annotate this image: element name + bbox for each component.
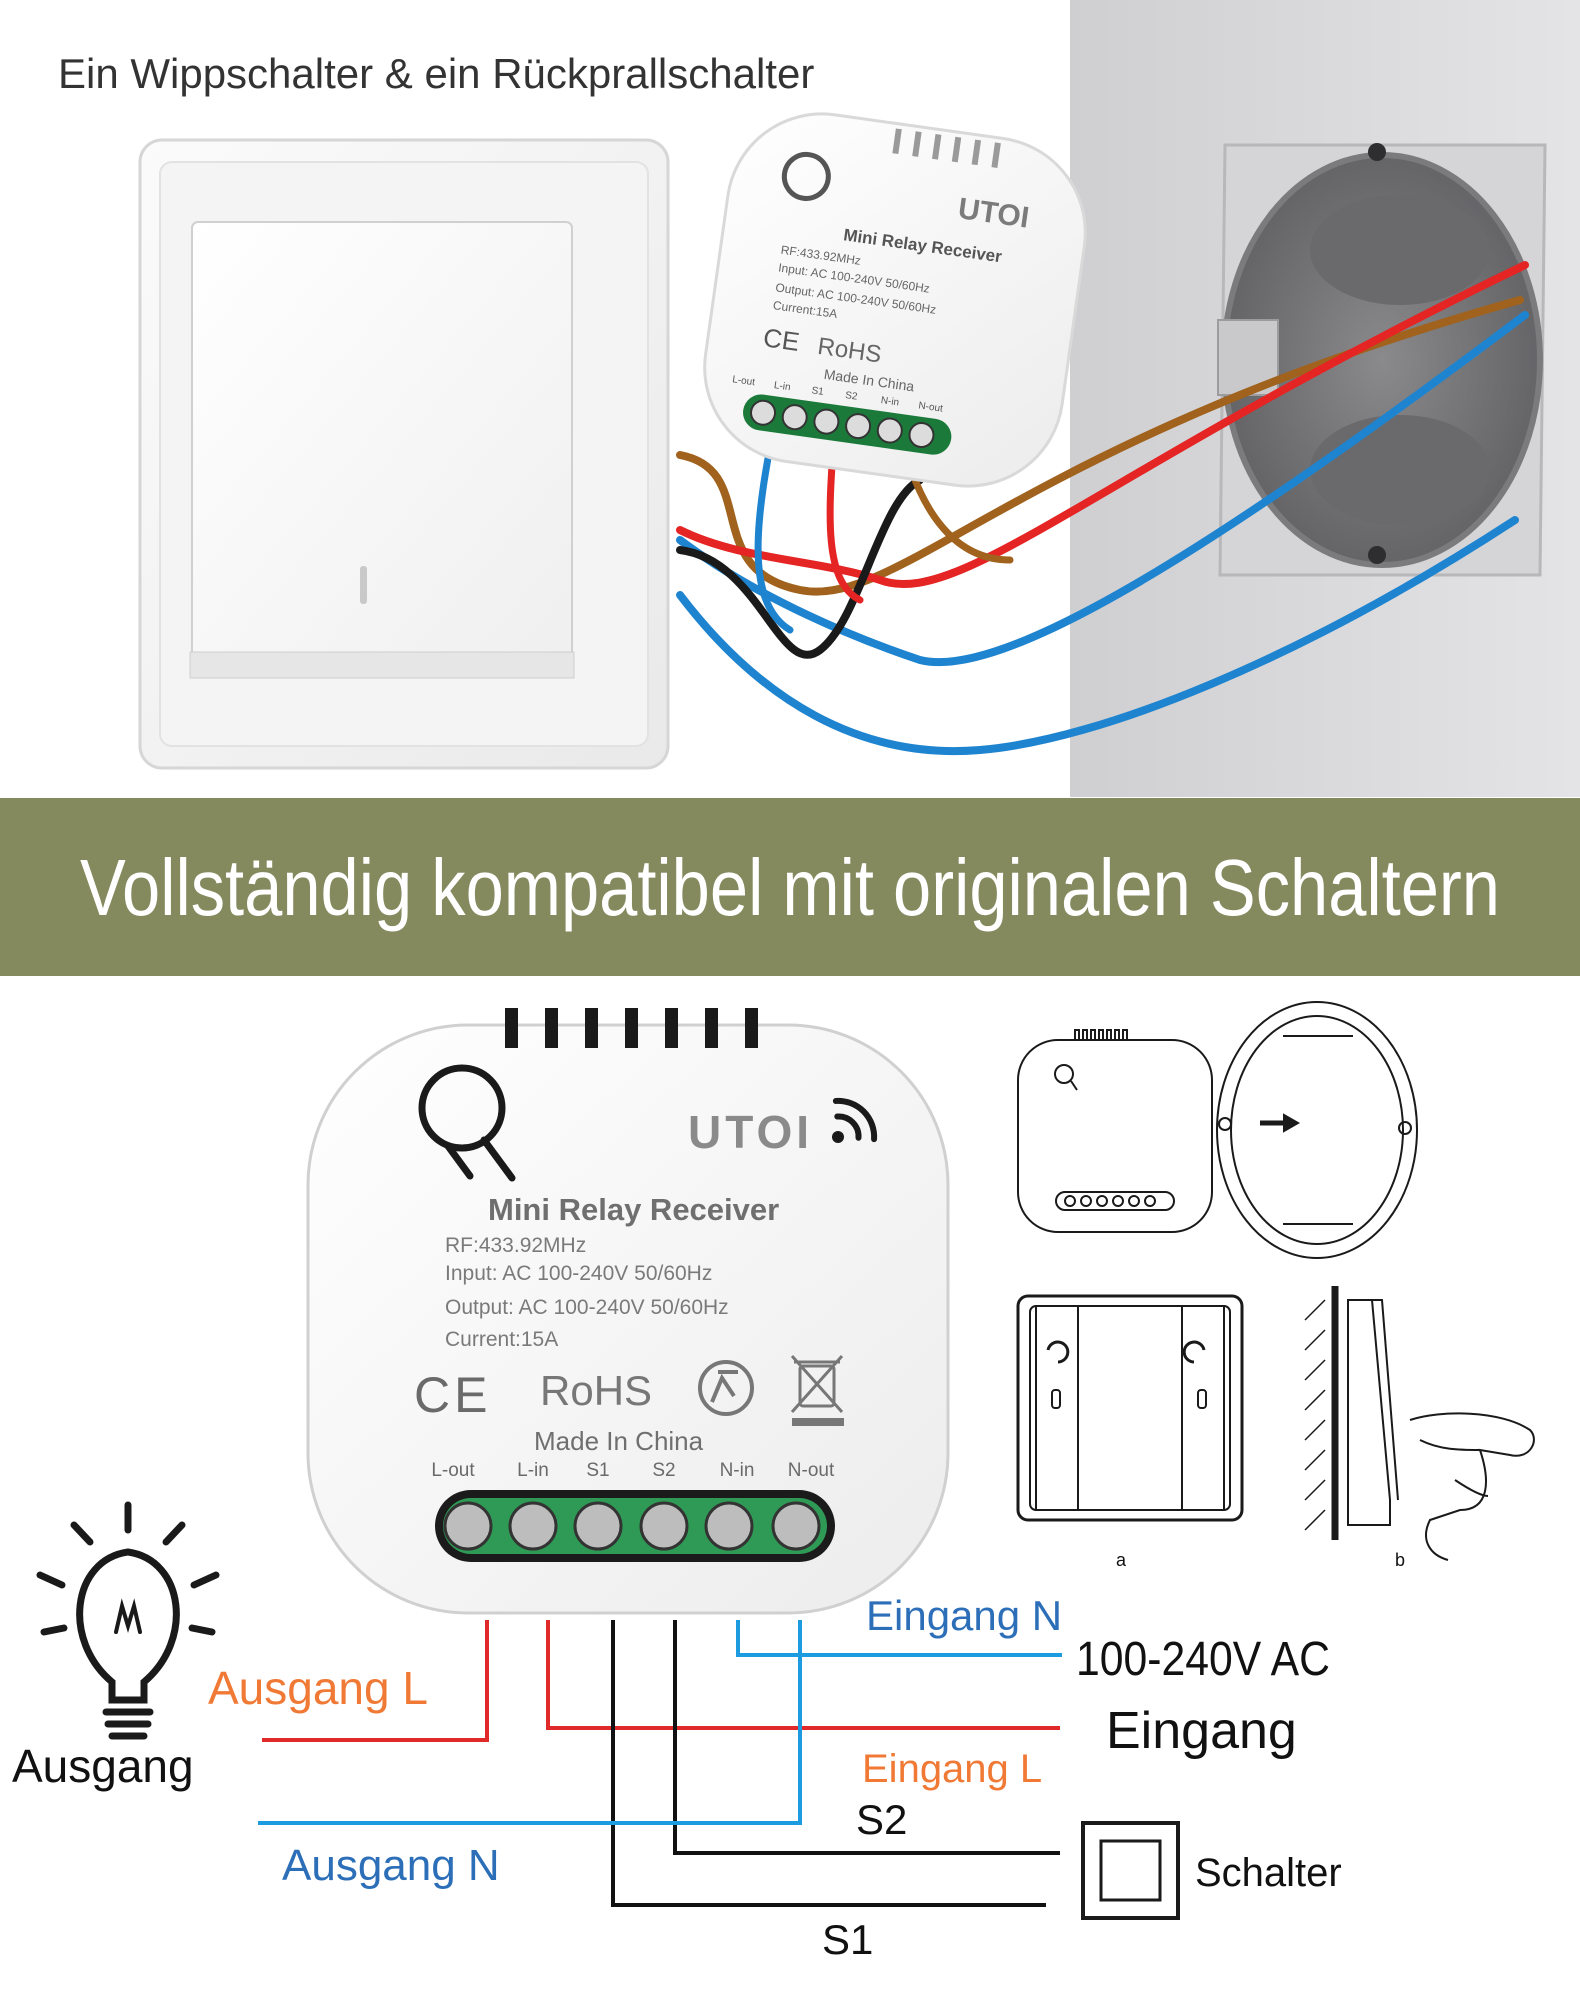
rocker-switch <box>138 138 670 770</box>
label-s2: S2 <box>856 1796 907 1843</box>
module-brand: UTOI <box>688 1106 813 1158</box>
wiring-diagram: UTOI Mini Relay Receiver RF:433.92MHz In… <box>12 1001 1535 1963</box>
pair-button-icon <box>781 151 831 201</box>
rotate-icon <box>1182 1340 1206 1364</box>
label-eingang-n: Eingang N <box>866 1592 1062 1639</box>
top-photo: Ein Wippschalter & ein Rückprallschalter <box>0 0 1580 797</box>
pair-button-icon <box>418 1064 516 1182</box>
figure-label-b: b <box>1395 1550 1405 1570</box>
switch-indicator <box>360 566 367 604</box>
module-vents <box>505 1008 758 1048</box>
label-eingang-l: Eingang L <box>862 1747 1042 1791</box>
insert-arrow-icon <box>1283 1113 1301 1133</box>
wire-ausgang-l <box>262 1620 489 1742</box>
terminal-screw <box>443 1501 493 1551</box>
wire-brown <box>676 296 1524 596</box>
photo-terminal-label: N-in <box>880 395 900 408</box>
module-output: Output: AC 100-240V 50/60Hz <box>445 1296 729 1319</box>
photo-caption: Ein Wippschalter & ein Rückprallschalter <box>58 50 814 97</box>
banner-background <box>0 798 1580 976</box>
side-view-figure-b <box>1304 1286 1535 1561</box>
terminal-screw <box>508 1501 558 1551</box>
wire-black <box>676 476 924 659</box>
wire-red <box>676 261 1529 588</box>
rohs-mark: RoHS <box>540 1367 652 1414</box>
wire-blue-2 <box>676 516 1519 755</box>
terminal-screw <box>704 1501 754 1551</box>
terminal-label-n-in: N-in <box>720 1460 755 1481</box>
label-voltage: 100-240V AC <box>1076 1633 1330 1686</box>
terminal-label-l-out: L-out <box>431 1460 475 1481</box>
terminal-label-s1: S1 <box>586 1460 609 1481</box>
rotate-icon <box>1046 1340 1070 1364</box>
mini-module-outline <box>1017 1039 1213 1233</box>
switch-rocker <box>191 221 573 671</box>
wire-blue-1 <box>676 311 1529 667</box>
photo-relay-module: UTOI Mini Relay Receiver RF:433.92MHz In… <box>703 112 1087 488</box>
module-input: Input: AC 100-240V 50/60Hz <box>445 1262 712 1285</box>
light-bulb-icon <box>36 1501 220 1740</box>
wall-flush-box <box>1217 143 1547 577</box>
wifi-signal-icon <box>832 1097 878 1143</box>
photo-terminal-label: N-out <box>918 400 944 414</box>
terminal-label-l-in: L-in <box>517 1460 549 1481</box>
module-origin: Made In China <box>534 1426 704 1456</box>
figure-label-a: a <box>1116 1550 1127 1570</box>
photo-terminal-label: S1 <box>811 385 825 398</box>
label-ausgang-l: Ausgang L <box>208 1662 428 1714</box>
terminal-screw <box>771 1501 821 1551</box>
wire-eingang-l <box>546 1620 1060 1730</box>
label-s1: S1 <box>822 1916 873 1963</box>
wires <box>676 261 1529 755</box>
label-ausgang-n: Ausgang N <box>282 1841 500 1890</box>
wire-s2 <box>673 1620 1060 1855</box>
label-eingang: Eingang <box>1106 1702 1297 1760</box>
wire-s1 <box>611 1620 1046 1907</box>
wire-eingang-n <box>736 1620 1062 1657</box>
label-schalter: Schalter <box>1195 1851 1342 1895</box>
finger-icon <box>1409 1412 1535 1561</box>
terminal-screw <box>573 1501 623 1551</box>
wiring-lines <box>258 1620 1062 1907</box>
module-rf: RF:433.92MHz <box>445 1234 586 1257</box>
mini-pair-button-icon <box>1054 1064 1074 1084</box>
wire-ausgang-n <box>258 1620 802 1825</box>
photo-terminal-label: S2 <box>844 390 858 403</box>
terminal-label-s2: S2 <box>652 1460 675 1481</box>
rocker-switch-figure-a <box>1016 1294 1244 1522</box>
relay-module: UTOI Mini Relay Receiver RF:433.92MHz In… <box>306 1008 950 1615</box>
label-ausgang: Ausgang <box>12 1740 194 1792</box>
photo-terminal-label: L-in <box>773 380 791 393</box>
banner: Vollständig kompatibel mit originalen Sc… <box>0 798 1580 976</box>
weee-bin-icon <box>790 1355 844 1426</box>
terminal-screw <box>639 1501 689 1551</box>
photo-terminal-label: L-out <box>732 374 756 388</box>
schalter-icon <box>1081 1821 1180 1920</box>
module-current: Current:15A <box>445 1328 558 1351</box>
install-illustration <box>1017 1001 1418 1259</box>
mini-module-vents <box>1074 1029 1128 1041</box>
recycle-mark-icon <box>698 1360 754 1416</box>
ce-mark: CE <box>414 1367 491 1423</box>
photo-module-ce-mark: CE <box>761 322 801 357</box>
module-model: Mini Relay Receiver <box>488 1192 779 1227</box>
terminal-label-n-out: N-out <box>788 1460 835 1481</box>
banner-title: Vollständig kompatibel mit originalen Sc… <box>80 843 1500 932</box>
flush-box-outline <box>1216 1001 1418 1259</box>
